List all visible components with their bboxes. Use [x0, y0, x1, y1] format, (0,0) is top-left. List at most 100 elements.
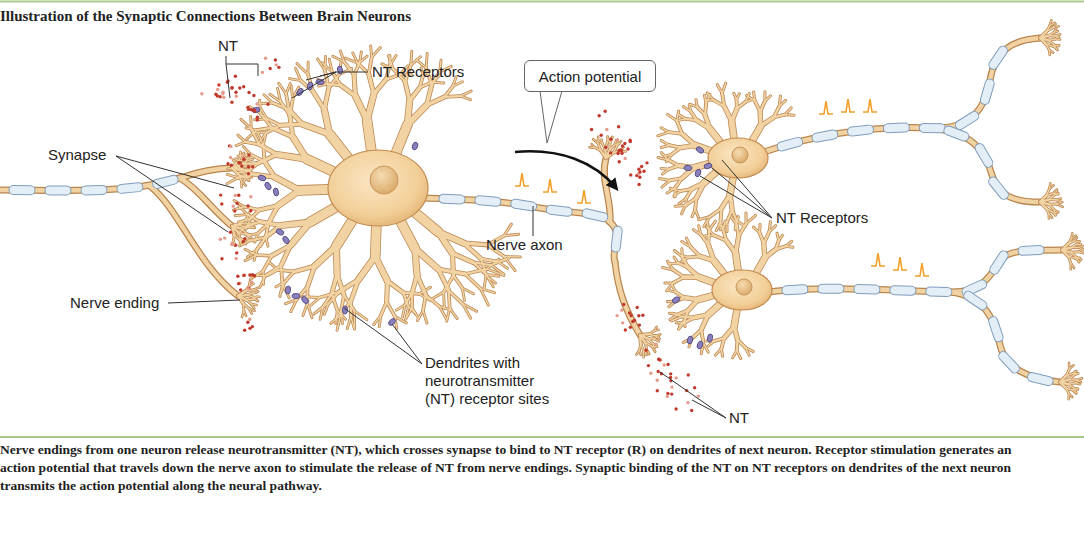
dendrite	[1046, 28, 1052, 32]
neurotransmitter-dot	[232, 205, 235, 208]
dendrite	[738, 340, 746, 348]
dendrite	[670, 178, 682, 180]
dendrite	[417, 275, 426, 295]
neurotransmitter-dot	[605, 128, 608, 131]
dendrite-outline	[247, 295, 254, 297]
dendrite	[598, 143, 601, 150]
neurotransmitter-dot	[624, 328, 627, 331]
dendrite	[1068, 256, 1070, 263]
dendrite	[264, 161, 274, 177]
dendrite-outline	[703, 343, 708, 352]
dendrite	[320, 292, 339, 297]
dendrite	[504, 256, 520, 258]
neurotransmitter-dot	[690, 409, 693, 412]
dendrite	[724, 326, 734, 338]
neurotransmitter-dot	[216, 94, 219, 97]
nerve-axon	[764, 38, 1040, 152]
dendrite	[682, 316, 694, 319]
dendrite	[1053, 45, 1059, 46]
dendrite	[668, 115, 677, 121]
dendrite	[668, 160, 679, 166]
neurotransmitter-dot	[235, 202, 238, 205]
neurotransmitter-dot	[618, 160, 621, 163]
dendrite-outline	[709, 221, 715, 230]
myelin-sheath	[973, 142, 994, 169]
dendrite-outline	[371, 46, 372, 57]
dendrite	[721, 194, 730, 208]
dendrite-outline	[679, 119, 686, 120]
neurotransmitter-dot	[233, 209, 236, 212]
neurotransmitter-dot	[219, 237, 222, 240]
dendrite	[297, 64, 308, 75]
dendrite	[645, 342, 646, 349]
dendrite-outline	[236, 142, 245, 146]
nerve-axon	[604, 158, 610, 222]
dendrite	[310, 297, 320, 306]
dendrite	[746, 215, 755, 223]
myelin-sheath	[9, 186, 35, 195]
neurotransmitter-dot	[649, 372, 652, 375]
dendrite	[405, 82, 410, 101]
dendrite	[247, 217, 253, 218]
dendrite	[241, 240, 250, 245]
dendrite	[344, 62, 354, 75]
action-potential-spike	[577, 190, 591, 203]
dendrite	[655, 334, 660, 335]
neurotransmitter-dot	[247, 153, 250, 156]
part-label: Nerve axon	[486, 236, 563, 254]
dendrite	[381, 302, 387, 316]
leader-line	[116, 156, 234, 188]
leader-line	[116, 156, 228, 232]
myelin-sheath	[81, 185, 107, 195]
neurotransmitter-dot	[230, 243, 233, 246]
dendrite	[329, 59, 332, 72]
nerve-axon	[150, 186, 238, 296]
dendrite	[325, 70, 329, 88]
dendrite	[759, 224, 761, 232]
dendrite	[731, 217, 736, 224]
dendrite	[438, 232, 452, 253]
dendrite	[406, 308, 413, 319]
neurotransmitter-dot	[656, 379, 659, 382]
leader-line	[712, 168, 772, 218]
dendrite	[246, 234, 251, 237]
dendrite-outline	[303, 304, 307, 316]
dendrite	[721, 349, 722, 357]
dendrite-outline	[760, 101, 765, 112]
dendrite-outline	[432, 292, 443, 299]
dendrite-outline	[369, 57, 372, 74]
dendrite-outline	[679, 115, 686, 119]
dendrite	[453, 82, 463, 87]
neurotransmitter-dot	[622, 303, 625, 306]
dendrite	[684, 298, 698, 300]
dendrite	[328, 84, 341, 85]
neurotransmitter-dot	[256, 115, 259, 118]
dendrite	[279, 83, 286, 94]
dendrite	[360, 56, 367, 62]
axon-outline	[150, 186, 238, 296]
neurotransmitter-dot	[637, 183, 640, 186]
leader-group	[116, 56, 772, 418]
neurotransmitter-dot	[277, 66, 280, 69]
dendrite	[448, 291, 451, 309]
dendrite	[303, 304, 307, 316]
dendrite	[648, 339, 653, 344]
dendrite	[241, 227, 249, 228]
dendrite-outline	[723, 221, 725, 230]
dendrite	[689, 105, 691, 112]
nt-receptor	[387, 317, 396, 326]
neurotransmitter-dot	[616, 152, 619, 155]
neurotransmitter-dot	[216, 88, 219, 91]
dendrite	[674, 191, 680, 196]
dendrite	[374, 316, 381, 325]
dendrite	[658, 132, 669, 136]
dendrite-outline	[668, 115, 677, 121]
nt-receptor	[282, 235, 291, 245]
leader-line	[692, 400, 726, 418]
part-label: NT	[218, 37, 238, 55]
dendrite-outline	[1075, 383, 1080, 384]
myelin-sheath	[818, 284, 844, 293]
axon-outline	[615, 262, 640, 335]
dendrite	[244, 311, 246, 316]
nt-receptor	[686, 335, 693, 344]
